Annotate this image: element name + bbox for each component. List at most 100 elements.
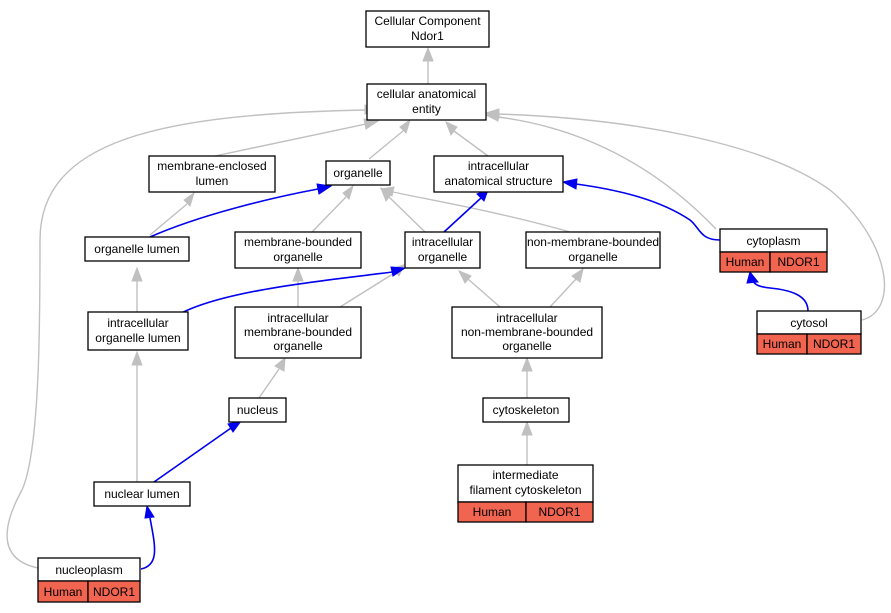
node-label: intracellular bbox=[468, 159, 529, 173]
node-label: organelle bbox=[333, 166, 383, 180]
arrow-nucleus-imbo bbox=[274, 356, 286, 372]
arrow-cyto-ias bbox=[561, 178, 578, 190]
edge-nucleoplasm-nl bbox=[140, 517, 156, 570]
edge-ias-cae bbox=[453, 130, 489, 157]
edge-inmbo-nmbo bbox=[549, 278, 577, 308]
node-intracellular-organelle-lumen[interactable]: intracellular organelle lumen bbox=[87, 311, 189, 351]
node-cytoplasm[interactable]: cytoplasm Human NDOR1 bbox=[719, 228, 828, 273]
node-label: filament cytoskeleton bbox=[469, 483, 581, 497]
node-label: cytoskeleton bbox=[493, 403, 560, 417]
arrow-nucleoplasm-nl bbox=[144, 504, 155, 519]
edge-ol-org bbox=[149, 188, 319, 238]
node-intracellular-anatomical-structure[interactable]: intracellular anatomical structure bbox=[433, 155, 564, 193]
node-label: intracellular bbox=[496, 311, 557, 325]
arrow-nl-iol bbox=[131, 350, 143, 366]
edge-imbo-io bbox=[339, 271, 397, 308]
arrow-mbo-org bbox=[342, 184, 354, 200]
edge-org-cae bbox=[368, 130, 404, 160]
node-nuclear-lumen[interactable]: nuclear lumen bbox=[93, 481, 191, 507]
node-label: nucleoplasm bbox=[55, 563, 122, 577]
node-non-membrane-bounded-organelle[interactable]: non-membrane-bounded organelle bbox=[525, 231, 661, 269]
edge-inmbo-io bbox=[467, 278, 501, 308]
gene-cell bbox=[525, 501, 594, 523]
node-label: cellular anatomical bbox=[377, 87, 476, 101]
node-cytoskeleton[interactable]: cytoskeleton bbox=[482, 397, 570, 423]
node-nucleoplasm[interactable]: nucleoplasm Human NDOR1 bbox=[37, 557, 141, 603]
node-label: entity bbox=[412, 102, 441, 116]
species-label: Human bbox=[44, 585, 83, 599]
species-label: Human bbox=[726, 255, 765, 269]
node-label: Ndor1 bbox=[411, 29, 444, 43]
node-label: anatomical structure bbox=[444, 174, 552, 188]
node-organelle[interactable]: organelle bbox=[325, 160, 391, 186]
edge-iol-io bbox=[175, 271, 394, 317]
edge-cyto-ias bbox=[575, 183, 721, 241]
node-label: non-membrane-bounded bbox=[461, 325, 593, 339]
arrow-cae-root bbox=[422, 46, 434, 62]
gene-cell bbox=[806, 333, 862, 355]
edge-io-ias bbox=[443, 197, 482, 233]
gene-cell bbox=[769, 251, 828, 273]
edge-cyto-cae bbox=[497, 116, 717, 230]
node-label: lumen bbox=[196, 174, 229, 188]
arrow-iol-ol bbox=[131, 266, 143, 282]
node-label: nuclear lumen bbox=[104, 487, 179, 501]
node-intermediate-filament-cytoskeleton[interactable]: intermediate filament cytoskeleton Human… bbox=[457, 464, 594, 523]
node-cytosol[interactable]: cytosol Human NDOR1 bbox=[756, 310, 862, 355]
node-label: nucleus bbox=[237, 403, 278, 417]
node-label: organelle lumen bbox=[94, 242, 179, 256]
node-cellular-anatomical-entity[interactable]: cellular anatomical entity bbox=[366, 83, 487, 121]
node-label: intracellular bbox=[107, 316, 168, 330]
node-label: Cellular Component bbox=[374, 14, 481, 28]
node-label: intracellular bbox=[267, 311, 328, 325]
node-label: cytoplasm bbox=[746, 234, 800, 248]
node-label: membrane-enclosed bbox=[157, 159, 266, 173]
arrow-cytosol-cae bbox=[484, 108, 500, 119]
edge-mbo-org bbox=[311, 196, 347, 233]
edge-cytosol-cae bbox=[497, 113, 885, 321]
node-membrane-bounded-organelle[interactable]: membrane-bounded organelle bbox=[234, 231, 362, 269]
gene-cell bbox=[87, 580, 141, 603]
edge-nmbo-org bbox=[392, 191, 571, 233]
arrow-iol-io bbox=[390, 266, 407, 277]
edge-nucleoplasm-cae bbox=[6, 109, 367, 569]
edge-cytosol-cyto bbox=[752, 280, 809, 312]
node-label: non-membrane-bounded bbox=[527, 235, 659, 249]
node-label: membrane-bounded bbox=[244, 325, 352, 339]
node-label: intracellular bbox=[412, 235, 473, 249]
node-label: membrane-bounded bbox=[244, 235, 352, 249]
species-label: Human bbox=[473, 505, 512, 519]
node-nucleus[interactable]: nucleus bbox=[228, 397, 287, 423]
edge-nucleus-imbo bbox=[258, 368, 280, 399]
gene-label: NDOR1 bbox=[813, 337, 855, 351]
edge-io-org bbox=[388, 196, 426, 233]
node-label: organelle bbox=[273, 339, 323, 353]
node-label: organelle bbox=[502, 339, 552, 353]
node-intracellular-non-membrane-bounded-organelle[interactable]: intracellular non-membrane-bounded organ… bbox=[451, 306, 603, 359]
node-label: organelle bbox=[418, 250, 468, 264]
edge-ol-mel bbox=[149, 203, 188, 236]
arrow-imbo-mbo bbox=[292, 266, 304, 282]
node-membrane-enclosed-lumen[interactable]: membrane-enclosed lumen bbox=[148, 155, 276, 193]
node-intracellular-membrane-bounded-organelle[interactable]: intracellular membrane-bounded organelle bbox=[234, 306, 362, 359]
arrow-cytoskeleton-inmbo bbox=[521, 356, 533, 372]
nodes: Cellular Component Ndor1 cellular anatom… bbox=[37, 10, 862, 603]
arrow-ol-mel bbox=[183, 191, 195, 207]
arrow-org-cae bbox=[399, 118, 411, 134]
node-cellular-component-ndor1[interactable]: Cellular Component Ndor1 bbox=[365, 10, 490, 48]
gene-label: NDOR1 bbox=[538, 505, 580, 519]
gene-label: NDOR1 bbox=[93, 585, 135, 599]
node-label: organelle lumen bbox=[95, 331, 180, 345]
edge-mel-cae bbox=[214, 123, 367, 157]
edge-nl-nucleus bbox=[153, 427, 232, 483]
node-label: organelle bbox=[568, 250, 618, 264]
arrow-ol-org bbox=[316, 183, 333, 195]
node-label: intermediate bbox=[492, 468, 558, 482]
node-intracellular-organelle[interactable]: intracellular organelle bbox=[404, 231, 481, 269]
species-label: Human bbox=[763, 337, 802, 351]
arrow-ias-cae bbox=[445, 121, 458, 137]
node-label: cytosol bbox=[790, 316, 827, 330]
arrow-ifc-cytoskeleton bbox=[521, 420, 533, 436]
node-organelle-lumen[interactable]: organelle lumen bbox=[84, 236, 190, 262]
